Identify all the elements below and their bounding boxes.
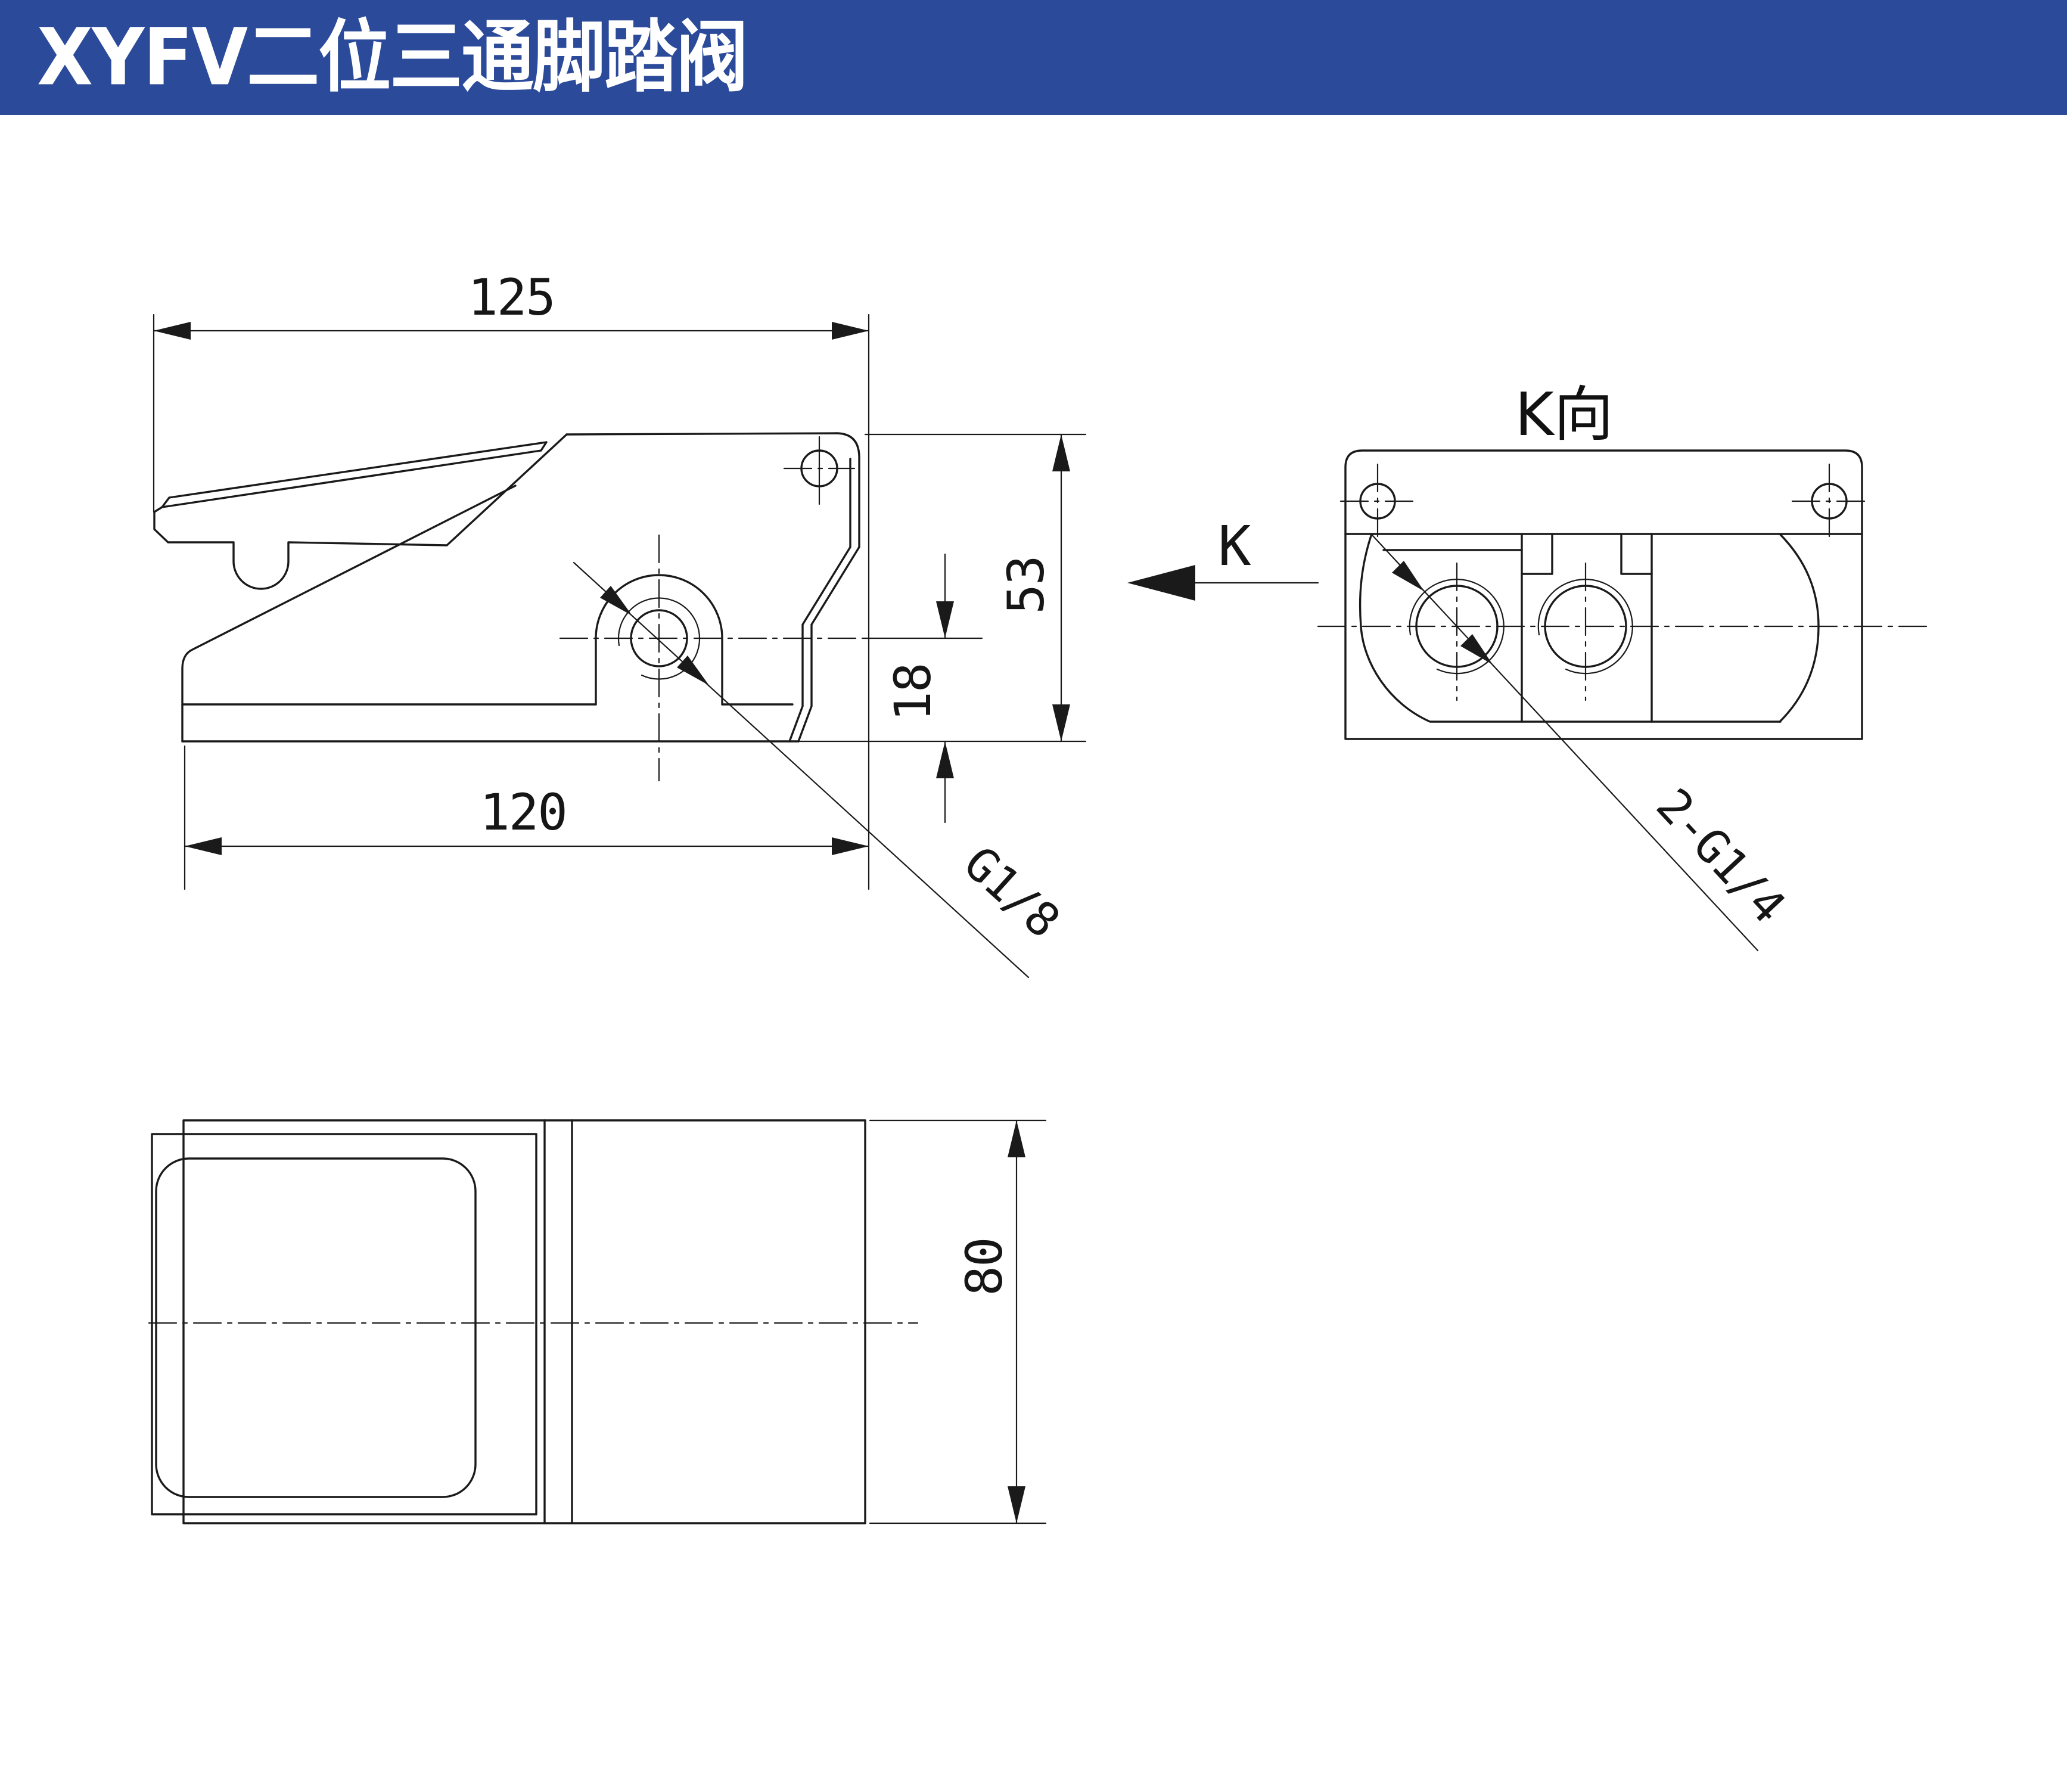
dim-80: 80: [869, 1119, 1047, 1524]
dim-120: 120: [184, 745, 870, 890]
dim-125-label: 125: [468, 268, 555, 327]
dim-18-label: 18: [884, 663, 942, 721]
dim-120-label: 120: [480, 783, 567, 841]
valve-body-profile: [181, 432, 860, 743]
side-view: 125 120 53 18: [153, 268, 1087, 979]
k-direction-view: K向 K: [1127, 380, 1932, 952]
mounting-hole: [783, 436, 856, 505]
top-body: [151, 1119, 866, 1524]
k-body: [1344, 449, 1863, 740]
k-mounting-holes: [1339, 463, 1867, 539]
top-view: 80: [148, 1119, 1047, 1524]
k-view-title: K向: [1515, 380, 1614, 449]
port-boss: [559, 534, 866, 782]
dim-53-label: 53: [997, 556, 1055, 614]
dim-80-label: 80: [955, 1238, 1014, 1296]
pedal-lever: [153, 433, 568, 590]
dim-g18-label: G1/8: [953, 836, 1069, 948]
page-header: XYFV二位三通脚踏阀: [0, 0, 2067, 115]
pedal-pad: [155, 1157, 477, 1498]
k-direction-arrow: K: [1127, 514, 1319, 601]
port-thread-callout: G1/8: [573, 561, 1069, 979]
k-arrow-label: K: [1218, 514, 1251, 578]
dim-125: 125: [153, 268, 870, 890]
dim-53: 53: [797, 433, 1087, 743]
page-title: XYFV二位三通脚踏阀: [37, 11, 748, 103]
k-ports-thread-callout: 2-G1/4: [1370, 533, 1795, 952]
dim-18: 18: [864, 553, 983, 824]
